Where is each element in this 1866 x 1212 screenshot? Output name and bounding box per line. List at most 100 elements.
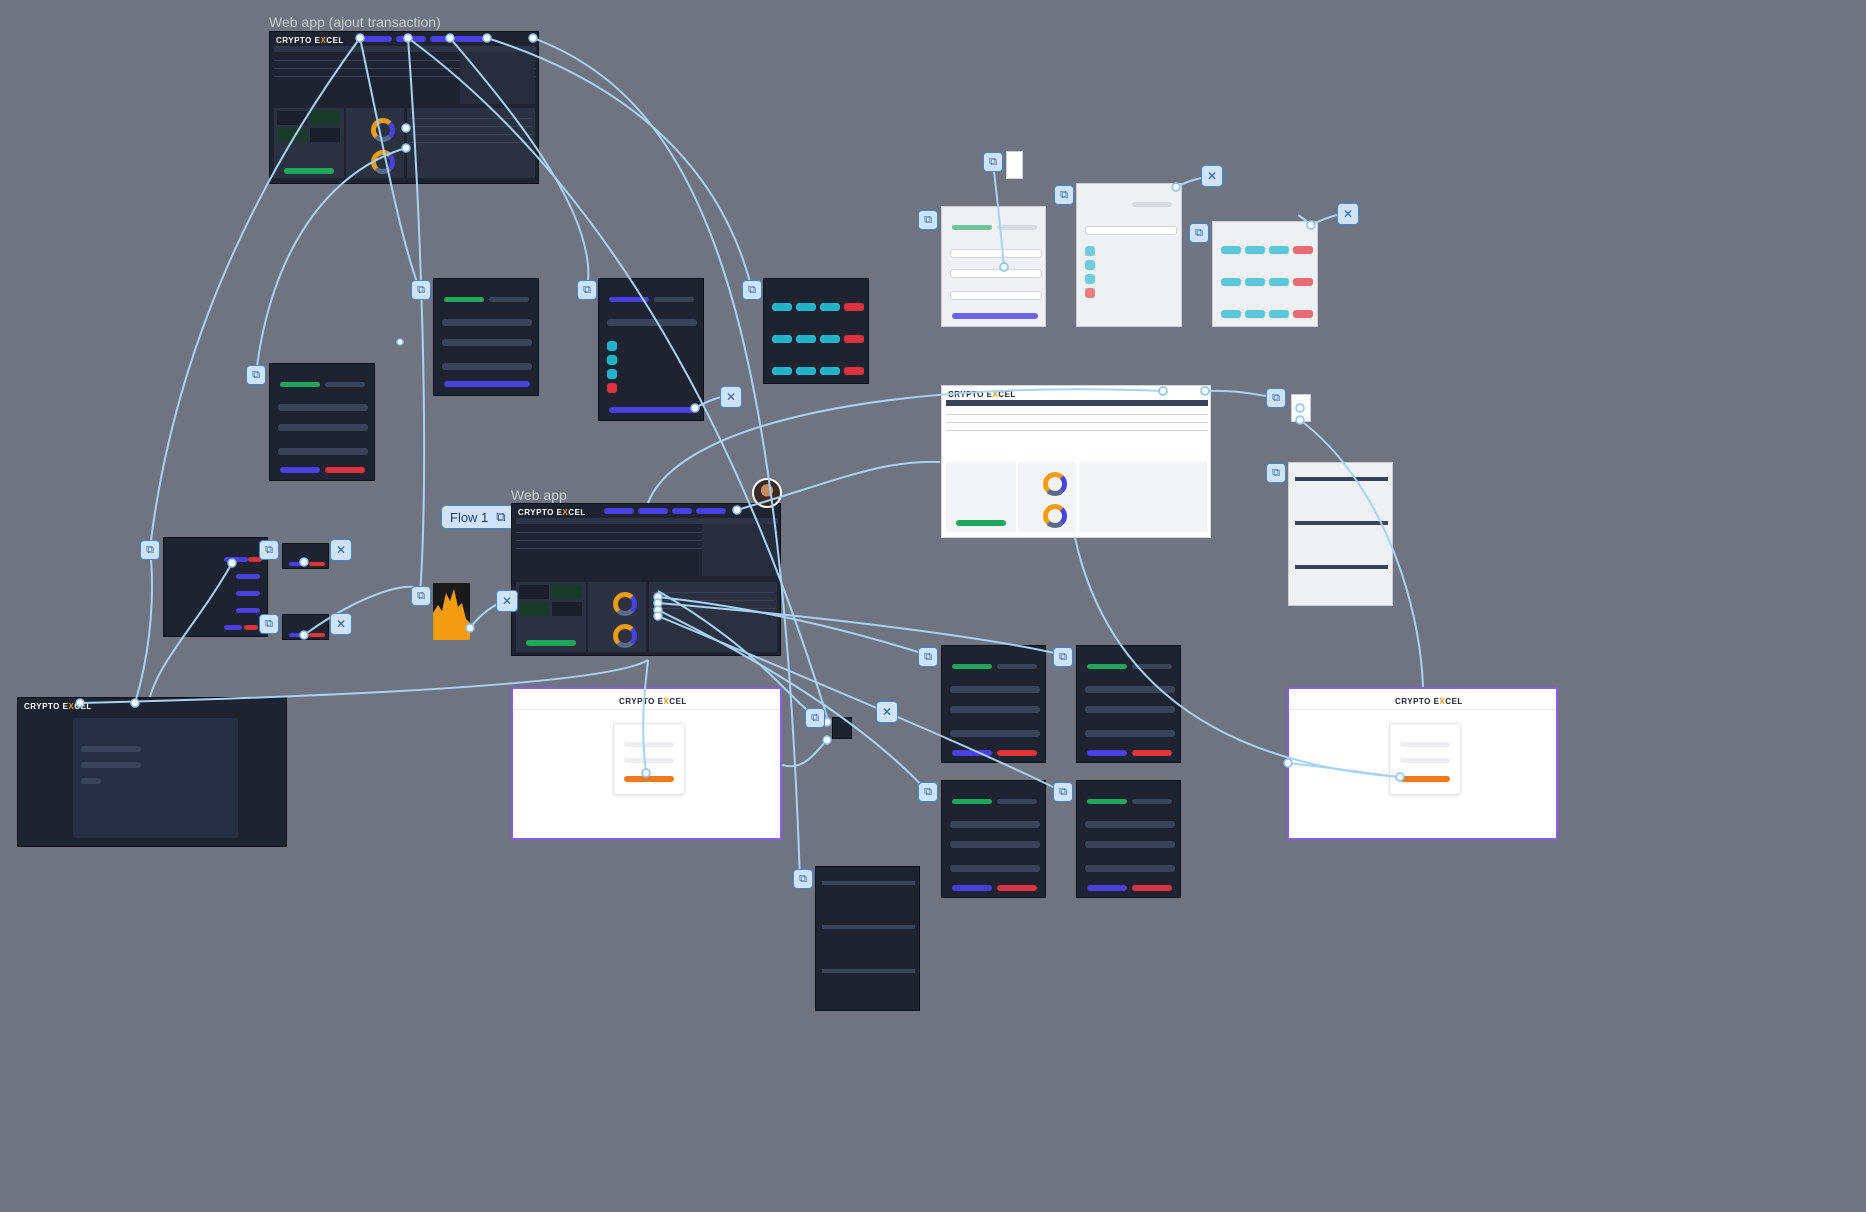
level-badge — [607, 383, 617, 393]
popup-confirm[interactable] — [282, 543, 329, 569]
table-header — [946, 400, 1208, 406]
close-x-icon[interactable]: ✕ — [330, 539, 352, 561]
modal-ajouter-transaction-light[interactable] — [941, 206, 1046, 327]
input-field[interactable] — [278, 424, 368, 431]
close-x-icon[interactable]: ✕ — [720, 386, 742, 408]
submit-button[interactable] — [444, 381, 530, 387]
modal-alertes-de-vente-light[interactable] — [1212, 221, 1318, 327]
frame-web-app[interactable]: CRYPTO EXCEL — [511, 503, 781, 656]
frame-onboarding[interactable]: CRYPTO EXCEL — [17, 697, 287, 847]
screen-plus-icon[interactable]: ⧉ — [411, 586, 431, 606]
flow-tag[interactable]: Flow 1 ⧉ — [441, 505, 515, 529]
close-x-icon[interactable]: ✕ — [496, 590, 518, 612]
screen-plus-icon[interactable]: ⧉ — [1053, 782, 1073, 802]
delete-button[interactable] — [325, 467, 365, 473]
input-field[interactable] — [278, 448, 368, 455]
allocation-donut — [371, 118, 395, 142]
frame-web-app-light[interactable]: CRYPTO EXCEL — [941, 385, 1211, 538]
screen-plus-icon[interactable]: ⧉ — [918, 647, 938, 667]
submit-button[interactable] — [609, 407, 695, 413]
close-x-icon[interactable]: ✕ — [876, 701, 898, 723]
modal-modifier-transaction[interactable] — [269, 363, 375, 481]
input-field[interactable] — [442, 319, 532, 326]
level-badge — [607, 341, 617, 351]
close-x-icon[interactable]: ✕ — [1337, 203, 1359, 225]
screen-plus-icon[interactable]: ⧉ — [1189, 223, 1209, 243]
screen-plus-icon[interactable]: ⧉ — [1053, 647, 1073, 667]
transactions-panel — [407, 108, 535, 178]
level-badge — [607, 355, 617, 365]
brand-logo: CRYPTO EXCEL — [619, 697, 687, 706]
input-field[interactable] — [442, 339, 532, 346]
table-side-panel — [460, 52, 535, 104]
tab[interactable] — [609, 297, 649, 302]
screen-plus-icon[interactable]: ⧉ — [259, 540, 279, 560]
allocation-donut — [371, 150, 395, 174]
nav-tab[interactable] — [362, 36, 392, 42]
screen-plus-icon[interactable]: ⧉ — [1266, 463, 1286, 483]
frame-label-web-app: Web app — [511, 487, 567, 503]
modal-modifier-transaction-4[interactable] — [941, 780, 1046, 898]
price-chart-thumbnail[interactable] — [433, 583, 470, 640]
flow-label: Flow 1 — [450, 509, 489, 525]
popup-confirm[interactable] — [282, 614, 329, 640]
add-transaction-button[interactable] — [526, 640, 576, 646]
modal-mes-portefeuilles[interactable] — [163, 537, 268, 637]
frame-web-app-ajout-transaction[interactable]: CRYPTO EXCEL — [269, 31, 539, 184]
nav-tab[interactable] — [396, 36, 426, 42]
modify-button[interactable] — [280, 467, 320, 473]
nav-tab[interactable] — [430, 36, 450, 42]
modal-preferences-affichage[interactable] — [815, 866, 920, 1011]
screen-plus-icon[interactable]: ⧉ — [1266, 388, 1286, 408]
frame-login[interactable]: CRYPTO EXCEL — [511, 687, 782, 840]
stats-panel — [946, 462, 1016, 532]
input-field[interactable] — [442, 363, 532, 370]
modal-ajouter-transaction[interactable] — [433, 278, 539, 396]
dropdown-popover[interactable] — [1006, 151, 1023, 179]
screen-plus-icon[interactable]: ⧉ — [1054, 185, 1074, 205]
brand-logo: CRYPTO EXCEL — [24, 702, 92, 711]
screen-plus-icon[interactable]: ⧉ — [742, 280, 762, 300]
screen-plus-icon[interactable]: ⧉ — [918, 782, 938, 802]
tab-achat[interactable] — [444, 297, 484, 302]
stat-card — [310, 111, 340, 125]
screen-plus-icon[interactable]: ⧉ — [246, 365, 266, 385]
stats-panel — [516, 582, 586, 652]
tab-achat[interactable] — [280, 382, 320, 387]
tab[interactable] — [654, 297, 694, 302]
login-button[interactable] — [624, 776, 674, 782]
screen-plus-icon[interactable]: ⧉ — [411, 280, 431, 300]
modal-modifier-transaction-5[interactable] — [1076, 780, 1181, 898]
allocation-panel — [1018, 462, 1076, 532]
modal-ajouter-stratégie[interactable] — [598, 278, 704, 421]
login-button[interactable] — [1400, 776, 1450, 782]
modal-preferences-affichage-light[interactable] — [1288, 462, 1393, 606]
stat-card — [310, 128, 340, 142]
modal-modifier-transaction-3[interactable] — [1076, 645, 1181, 763]
brand-logo: CRYPTO EXCEL — [1395, 697, 1463, 706]
frame-login-2[interactable]: CRYPTO EXCEL — [1287, 687, 1558, 840]
dropdown-popover[interactable] — [1291, 394, 1311, 422]
modal-alertes-de-vente[interactable] — [763, 278, 869, 384]
nav-tab[interactable] — [454, 36, 484, 42]
input-field[interactable] — [278, 404, 368, 411]
close-x-icon[interactable]: ✕ — [330, 613, 352, 635]
tab-vente[interactable] — [325, 382, 365, 387]
user-avatar[interactable] — [752, 478, 782, 508]
add-transaction-button[interactable] — [284, 168, 334, 174]
dropdown-popover-dark[interactable] — [832, 717, 852, 739]
level-badge — [607, 369, 617, 379]
screen-plus-icon[interactable]: ⧉ — [259, 614, 279, 634]
modal-ajouter-strategie-light[interactable] — [1076, 183, 1182, 327]
screen-plus-icon[interactable]: ⧉ — [983, 152, 1003, 172]
screen-plus-icon[interactable]: ⧉ — [918, 210, 938, 230]
close-x-icon[interactable]: ✕ — [1201, 165, 1223, 187]
screen-plus-icon[interactable]: ⧉ — [793, 869, 813, 889]
screen-plus-icon[interactable]: ⧉ — [805, 708, 825, 728]
modal-modifier-transaction-2[interactable] — [941, 645, 1046, 763]
input-field[interactable] — [607, 319, 697, 326]
screen-plus-icon[interactable]: ⧉ — [140, 540, 160, 560]
tab-vente[interactable] — [489, 297, 529, 302]
screen-plus-icon[interactable]: ⧉ — [577, 280, 597, 300]
add-transaction-button[interactable] — [956, 520, 1006, 526]
